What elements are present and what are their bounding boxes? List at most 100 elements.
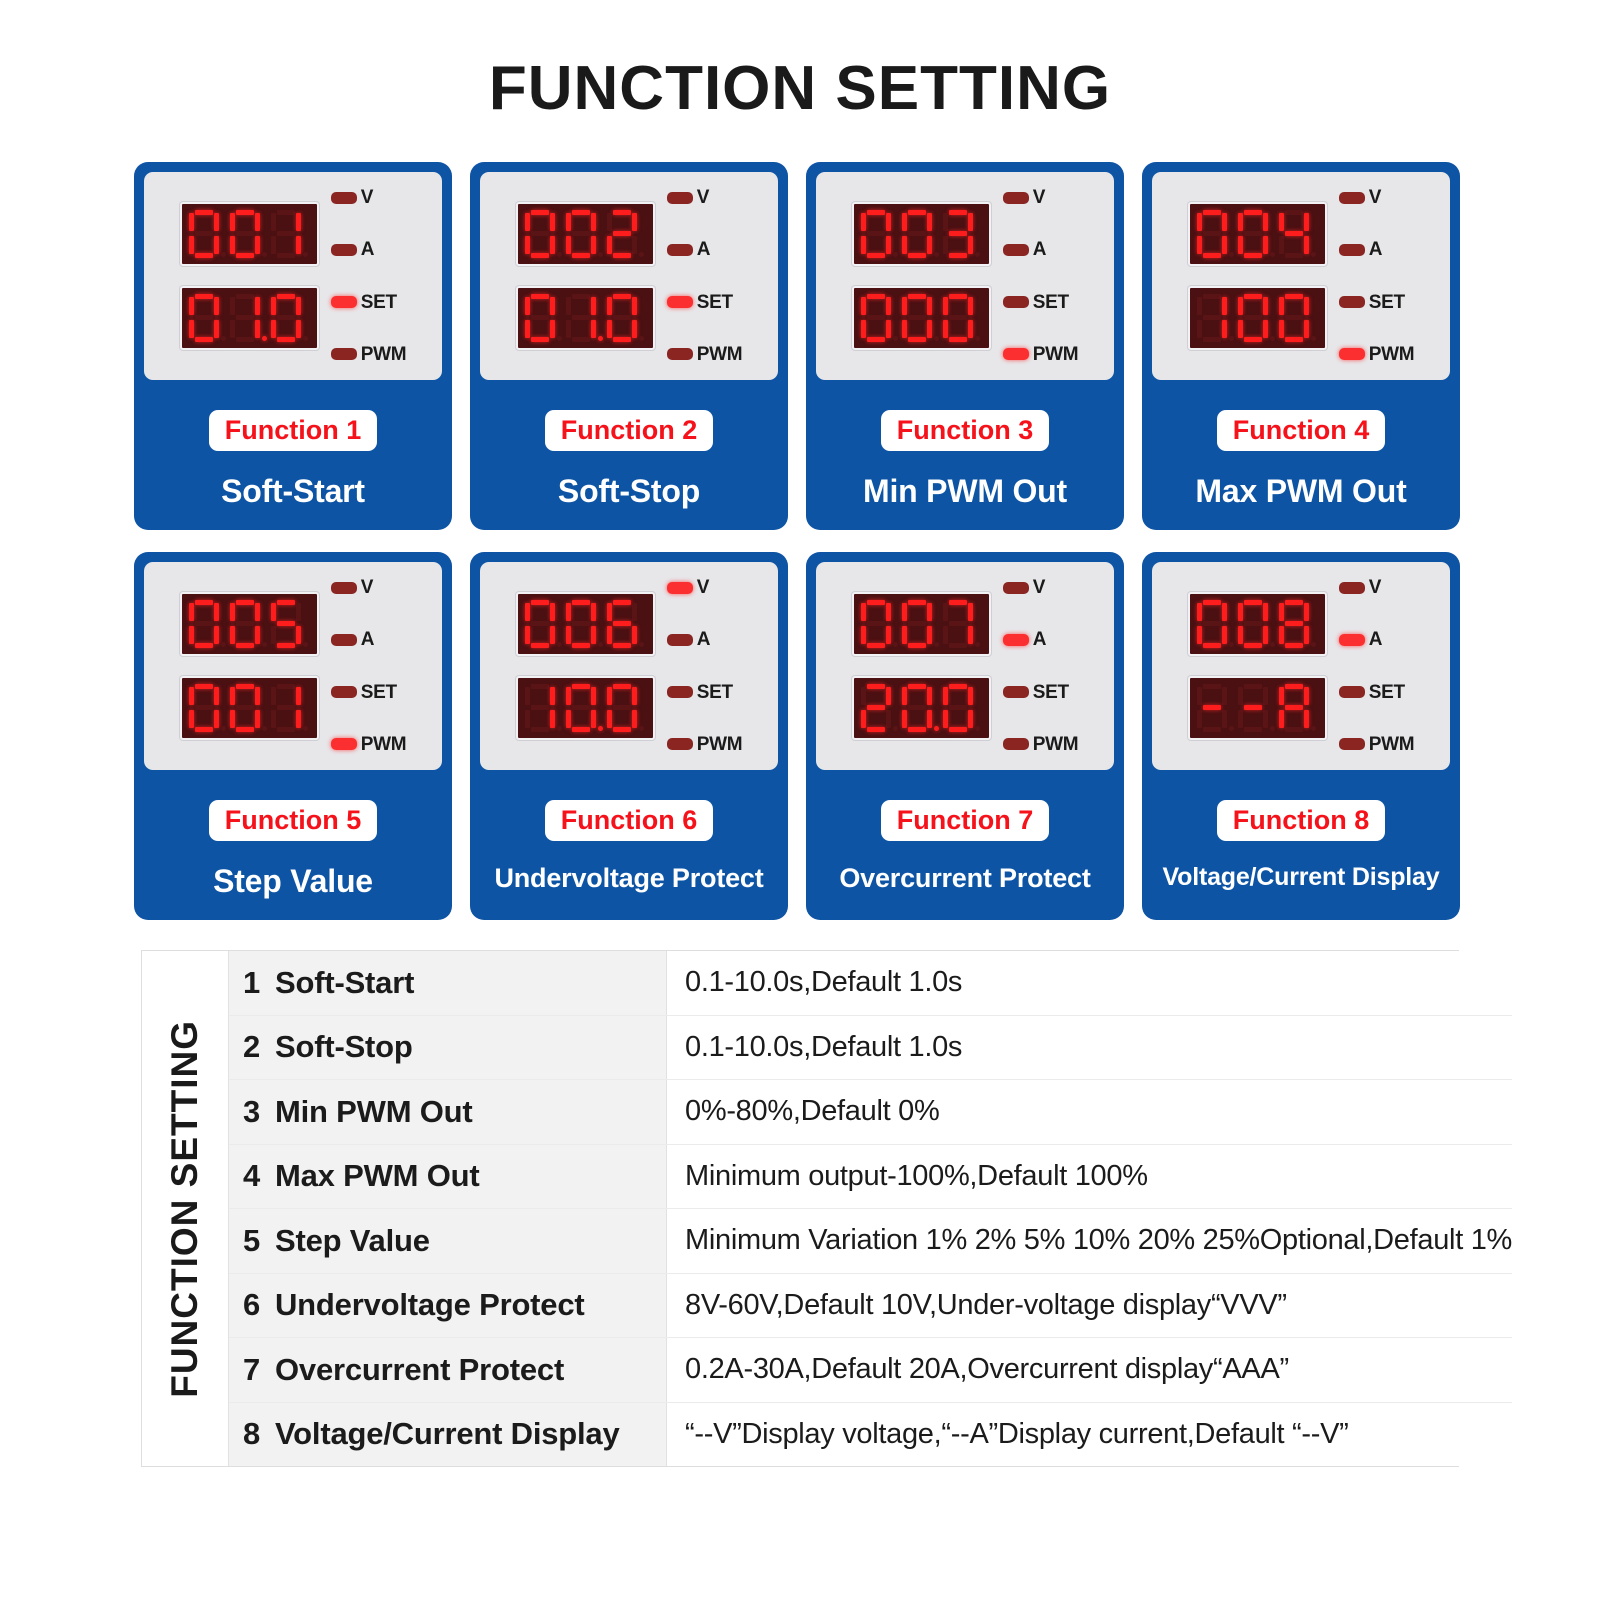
segment-d bbox=[907, 727, 926, 732]
function-name: Step Value bbox=[213, 863, 373, 900]
segment-a bbox=[571, 600, 590, 605]
segment-f bbox=[1196, 213, 1202, 231]
led-label-set: SET bbox=[1032, 291, 1069, 313]
segment-e bbox=[606, 710, 612, 728]
led-row-v: V bbox=[1338, 188, 1415, 207]
segment-g bbox=[1284, 705, 1303, 710]
segment-c bbox=[631, 626, 637, 644]
led-a-icon bbox=[330, 633, 357, 646]
segment-f bbox=[188, 687, 194, 705]
table-cell-name: Min PWM Out bbox=[275, 1080, 667, 1144]
seven-segment-digit bbox=[860, 600, 891, 648]
segment-g bbox=[276, 621, 295, 626]
seven-segment-digit bbox=[565, 210, 596, 258]
led-label-v: V bbox=[696, 577, 710, 598]
decimal-point bbox=[638, 684, 646, 732]
segment-g bbox=[948, 231, 967, 236]
led-label-a: A bbox=[1368, 239, 1383, 261]
segment-f bbox=[565, 297, 571, 315]
segment-f bbox=[565, 603, 571, 621]
segment-f bbox=[270, 213, 276, 231]
segment-b bbox=[254, 297, 260, 315]
segment-g bbox=[1243, 705, 1262, 710]
seven-segment-digit bbox=[1237, 210, 1268, 258]
decimal-point bbox=[892, 600, 900, 648]
seven-segment-digit bbox=[606, 294, 637, 342]
segment-e bbox=[860, 320, 866, 338]
meter-displays bbox=[515, 592, 655, 740]
display-bottom bbox=[515, 676, 655, 740]
segment-c bbox=[254, 236, 260, 254]
segment-b bbox=[967, 213, 973, 231]
segment-d bbox=[1284, 727, 1303, 732]
segment-f bbox=[901, 297, 907, 315]
decimal-point bbox=[556, 600, 564, 648]
decimal-point bbox=[1310, 294, 1318, 342]
led-row-set: SET bbox=[1002, 291, 1079, 313]
decimal-point bbox=[261, 294, 269, 342]
led-label-a: A bbox=[360, 629, 375, 651]
segment-a bbox=[907, 600, 926, 605]
segment-c bbox=[549, 710, 555, 728]
segment-a bbox=[907, 294, 926, 299]
led-label-pwm: PWM bbox=[696, 733, 743, 755]
segment-c bbox=[295, 236, 301, 254]
segment-f bbox=[1278, 687, 1284, 705]
segment-f bbox=[606, 603, 612, 621]
seven-segment-digit bbox=[1196, 210, 1227, 258]
segment-e bbox=[1237, 710, 1243, 728]
decimal-point bbox=[892, 210, 900, 258]
segment-f bbox=[901, 213, 907, 231]
table-cell-index: 5 bbox=[229, 1209, 275, 1273]
decimal-point bbox=[220, 684, 228, 732]
segment-a bbox=[194, 210, 213, 215]
decimal-point bbox=[556, 210, 564, 258]
segment-c bbox=[1303, 710, 1309, 728]
decimal-point bbox=[892, 684, 900, 732]
segment-c bbox=[590, 710, 596, 728]
segment-a bbox=[948, 294, 967, 299]
decimal-point bbox=[556, 684, 564, 732]
segment-c bbox=[295, 710, 301, 728]
seven-segment-digit bbox=[901, 684, 932, 732]
meter-displays bbox=[179, 202, 319, 350]
segment-g bbox=[907, 315, 926, 320]
seven-segment-digit bbox=[942, 684, 973, 732]
led-label-a: A bbox=[360, 239, 375, 261]
segment-b bbox=[885, 687, 891, 705]
segment-f bbox=[942, 603, 948, 621]
segment-f bbox=[1196, 603, 1202, 621]
segment-g bbox=[1284, 231, 1303, 236]
segment-a bbox=[1284, 684, 1303, 689]
decimal-point bbox=[261, 210, 269, 258]
led-set-icon bbox=[1338, 686, 1365, 699]
segment-g bbox=[571, 315, 590, 320]
segment-f bbox=[1237, 297, 1243, 315]
segment-g bbox=[530, 231, 549, 236]
segment-f bbox=[524, 687, 530, 705]
segment-c bbox=[631, 320, 637, 338]
page-title: FUNCTION SETTING bbox=[488, 54, 1112, 123]
segment-e bbox=[270, 710, 276, 728]
segment-d bbox=[948, 253, 967, 258]
led-pwm-icon bbox=[330, 348, 357, 361]
segment-d bbox=[866, 643, 885, 648]
led-label-v: V bbox=[1032, 577, 1046, 598]
seven-segment-digit bbox=[270, 210, 301, 258]
segment-f bbox=[229, 213, 235, 231]
table-cell-index: 8 bbox=[229, 1402, 275, 1466]
segment-d bbox=[612, 727, 631, 732]
segment-a bbox=[907, 210, 926, 215]
segment-g bbox=[276, 705, 295, 710]
led-pwm-icon bbox=[1338, 738, 1365, 751]
seven-segment-digit bbox=[1237, 294, 1268, 342]
